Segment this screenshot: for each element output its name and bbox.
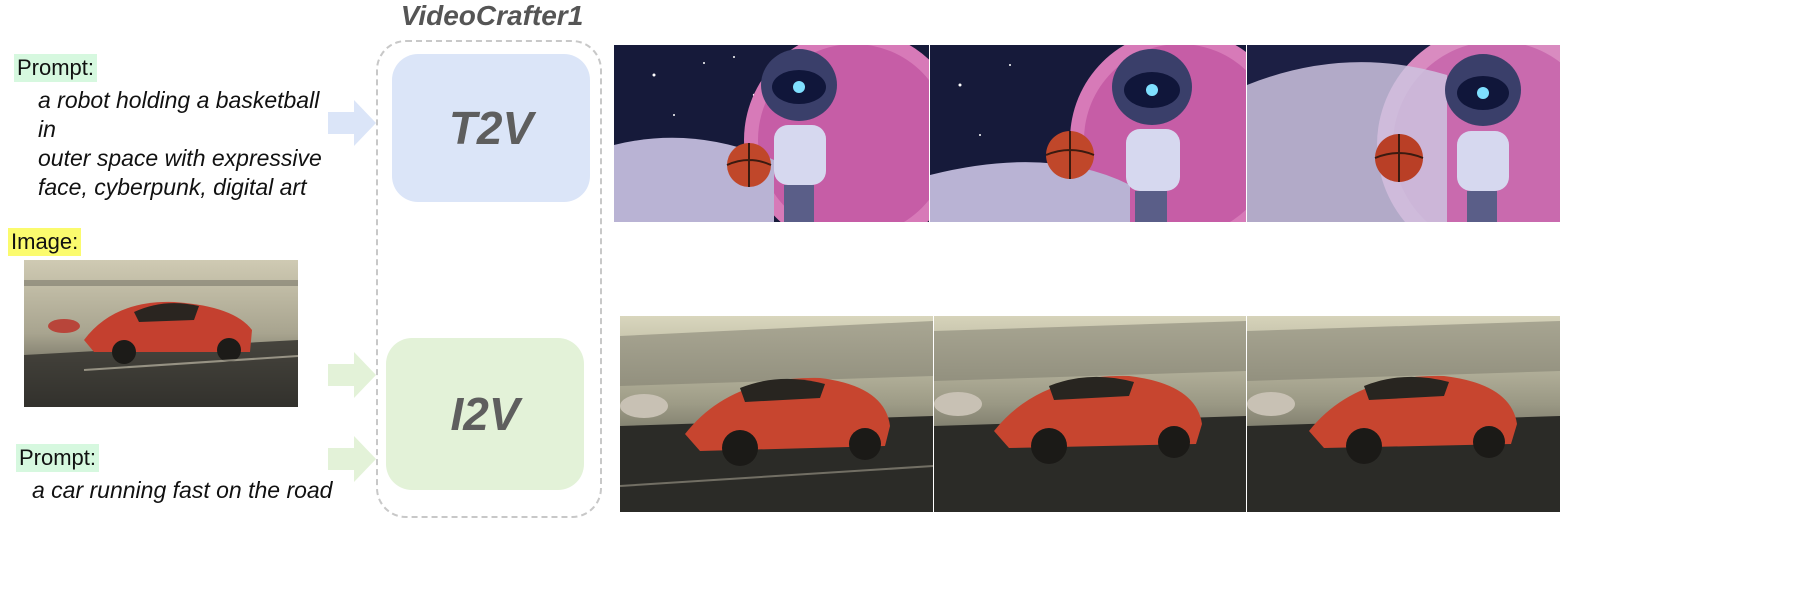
i2v-output-frame-3 (1247, 316, 1560, 512)
t2v-module: T2V (392, 54, 590, 202)
i2v-prompt-text: a car running fast on the road (32, 477, 333, 503)
t2v-prompt-arrow (328, 100, 376, 146)
i2v-output-frame-1 (620, 316, 933, 512)
framework-title: VideoCrafter1 (400, 0, 584, 31)
i2v-image-arrow (328, 352, 376, 398)
t2v-prompt-text: a robot holding a basketball in outer sp… (38, 87, 322, 200)
t2v-output-frame-2 (930, 45, 1246, 222)
i2v-output-frame-2 (934, 316, 1246, 512)
t2v-output-frame-1 (614, 45, 929, 222)
framework-container (376, 40, 602, 518)
i2v-image-label: Image: (8, 228, 82, 256)
t2v-prompt-label: Prompt: (14, 54, 98, 82)
i2v-module: I2V (386, 338, 584, 490)
i2v-prompt-label: Prompt: (16, 444, 100, 472)
i2v-prompt-arrow (328, 436, 376, 482)
input-car-image (24, 260, 298, 407)
t2v-output-frame-3 (1247, 45, 1560, 222)
